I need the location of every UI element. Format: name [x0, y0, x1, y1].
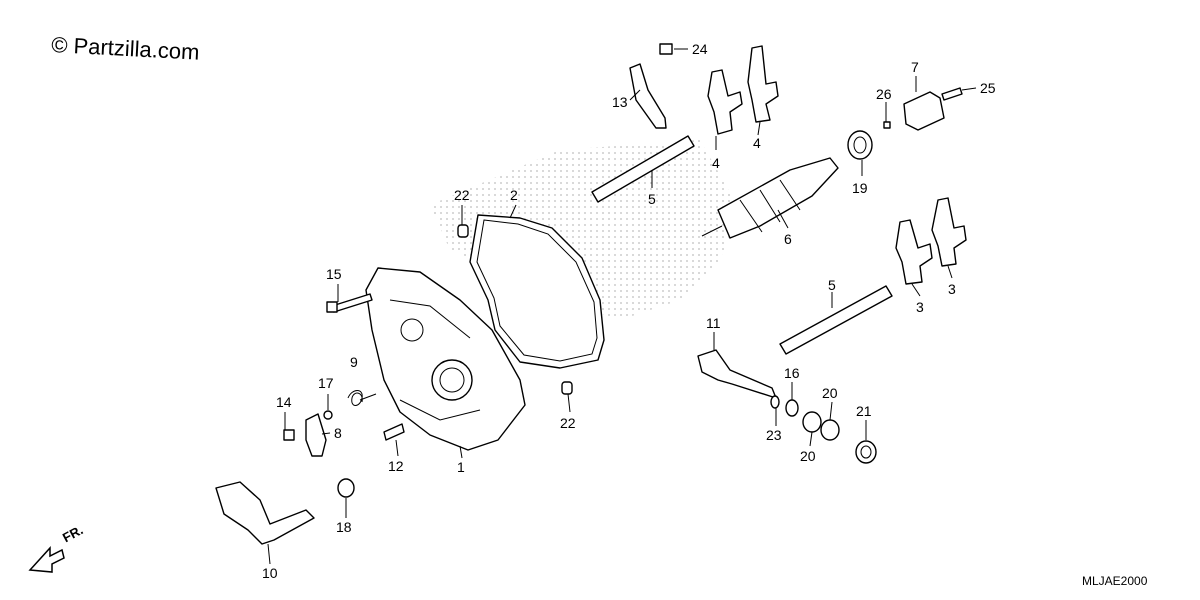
- seal-21-bore: [860, 445, 872, 459]
- callout-10: 10: [262, 565, 278, 581]
- shift-arm-part-10: [215, 481, 315, 545]
- cover-ribs: [389, 299, 481, 421]
- bolt-head-15: [326, 301, 338, 313]
- callout-labels: 24 13 4 4 7 26 25 19 5 6 22 2 15 3 3 5 1…: [262, 41, 996, 581]
- cover-bore-inner: [439, 367, 465, 393]
- plate-part-13: [629, 63, 667, 129]
- callout-1: 1: [457, 459, 465, 475]
- pin-part-26: [883, 121, 891, 129]
- arm-part-8: [305, 413, 327, 457]
- bushing-part-20-b: [820, 419, 840, 441]
- spring-part-9: [347, 390, 377, 406]
- callout-20-upper: 20: [822, 385, 838, 401]
- callout-5-upper: 5: [648, 191, 656, 207]
- seal-part-21: [855, 440, 877, 464]
- callout-4-right: 4: [753, 135, 761, 151]
- callout-4-upper: 4: [712, 155, 720, 171]
- cover-part-1: [365, 267, 526, 451]
- diagram-code: MLJAE2000: [1082, 574, 1148, 588]
- callout-19: 19: [852, 180, 868, 196]
- callout-23: 23: [766, 427, 782, 443]
- callout-6: 6: [784, 231, 792, 247]
- callout-24: 24: [692, 41, 708, 57]
- fork-part-3-left: [895, 219, 933, 285]
- bearing-19-bore: [853, 136, 867, 154]
- leader-lines: [267, 48, 977, 565]
- fork-part-4-left: [707, 69, 743, 135]
- washer-part-16: [785, 399, 799, 417]
- callout-26: 26: [876, 86, 892, 102]
- gasket-inner-edge: [476, 219, 598, 362]
- callout-25: 25: [980, 80, 996, 96]
- fork-part-4-right: [747, 45, 779, 123]
- callout-8: 8: [334, 425, 342, 441]
- cover-boss: [400, 318, 424, 342]
- callout-18: 18: [336, 519, 352, 535]
- callout-2: 2: [510, 187, 518, 203]
- shaft-part-5-lower: [779, 285, 893, 355]
- callout-7: 7: [911, 59, 919, 75]
- bearing-part-19: [847, 130, 873, 160]
- cover-bore: [431, 359, 473, 401]
- callout-14: 14: [276, 394, 292, 410]
- dowel-part-22-bottom: [561, 381, 573, 395]
- callout-12: 12: [388, 458, 404, 474]
- fork-part-3-right: [931, 197, 967, 267]
- shaft-part-5-upper: [591, 135, 695, 203]
- front-arrow-icon: [28, 546, 65, 573]
- bolt-part-12: [383, 423, 405, 441]
- spindle-part-11: [697, 349, 777, 399]
- bolt-part-14: [283, 429, 295, 441]
- clip-part-23: [770, 395, 780, 409]
- dotted-shadow: [430, 140, 740, 320]
- callout-11: 11: [706, 315, 721, 331]
- callout-20-lower: 20: [800, 448, 816, 464]
- bolt-part-25: [941, 87, 963, 101]
- callout-16: 16: [784, 365, 800, 381]
- dowel-part-22-top: [457, 224, 469, 238]
- callout-3-right: 3: [948, 281, 956, 297]
- callout-3-left: 3: [916, 299, 924, 315]
- callout-21: 21: [856, 403, 872, 419]
- callout-22-top: 22: [454, 187, 470, 203]
- callout-13: 13: [612, 94, 628, 110]
- drum-grooves: [739, 179, 801, 233]
- bushing-part-20-a: [802, 411, 822, 433]
- drum-pin: [701, 225, 723, 237]
- sensor-part-7: [903, 91, 945, 131]
- callout-9: 9: [350, 354, 358, 370]
- bolt-part-24: [659, 43, 673, 55]
- washer-part-17: [323, 410, 333, 420]
- shift-drum-part-6: [717, 157, 839, 239]
- callout-22-bottom: 22: [560, 415, 576, 431]
- callout-5-lower: 5: [828, 277, 836, 293]
- callout-17: 17: [318, 375, 334, 391]
- callout-15: 15: [326, 266, 342, 282]
- seal-part-18: [337, 478, 355, 498]
